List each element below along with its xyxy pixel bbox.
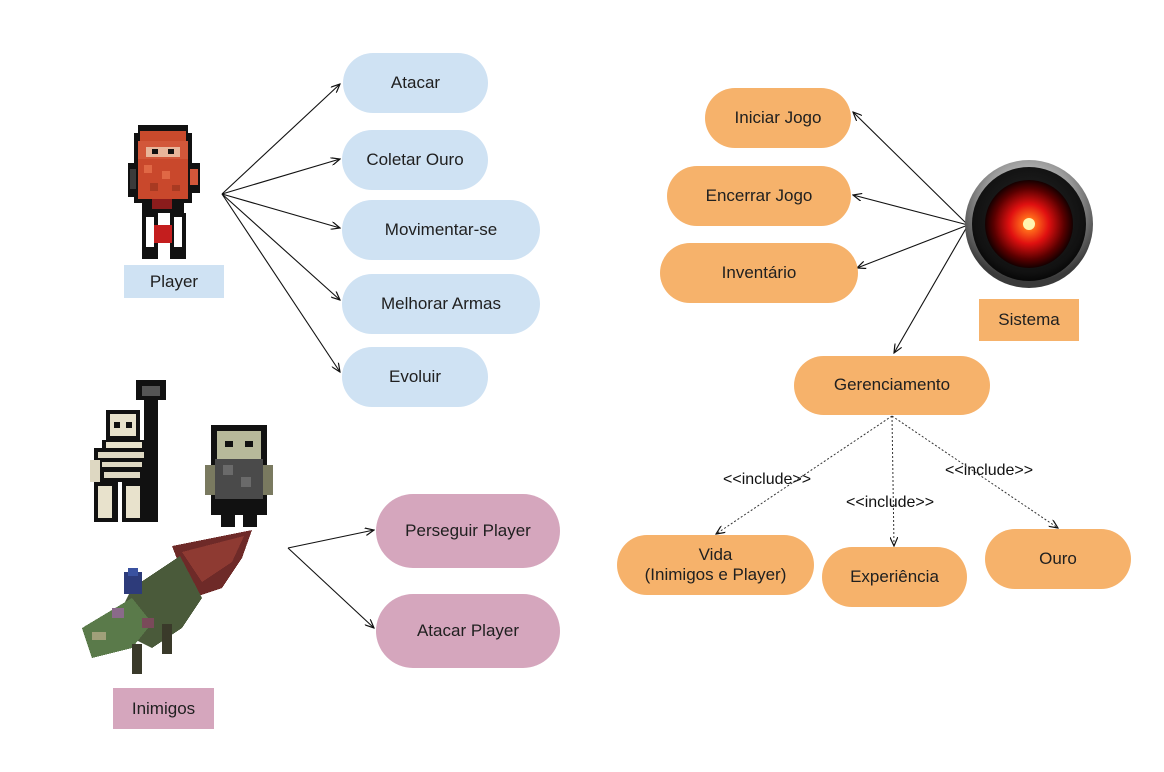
usecase-experiencia[interactable]: Experiência <box>822 547 967 607</box>
assoc-atacar <box>221 84 340 195</box>
assoc-gerenciamento <box>894 224 969 353</box>
usecase-encerrar-jogo[interactable]: Encerrar Jogo <box>667 166 851 226</box>
dwarf-warrior-sprite-icon <box>128 125 200 259</box>
assoc-inventario <box>857 224 969 268</box>
usecase-atacar-player[interactable]: Atacar Player <box>376 594 560 668</box>
usecase-ouro[interactable]: Ouro <box>985 529 1131 589</box>
assoc-encerrar <box>853 195 969 226</box>
usecase-vida[interactable]: Vida (Inimigos e Player) <box>617 535 814 595</box>
include-experiencia <box>892 415 894 546</box>
dragon-sprite-icon <box>82 530 252 674</box>
include-ouro <box>891 415 1058 528</box>
assoc-evoluir <box>221 193 340 372</box>
red-eye-computer-icon <box>965 160 1093 288</box>
include-vida <box>716 415 893 534</box>
player-associations <box>221 84 340 372</box>
assoc-iniciar <box>853 112 969 226</box>
usecase-iniciar-jogo[interactable]: Iniciar Jogo <box>705 88 851 148</box>
skeleton-sprite-icon <box>90 380 166 522</box>
usecase-movimentar-se[interactable]: Movimentar-se <box>342 200 540 260</box>
actor-label-system: Sistema <box>979 299 1079 341</box>
assoc-coletar-ouro <box>221 159 340 195</box>
actor-label-player: Player <box>124 265 224 298</box>
usecase-evoluir[interactable]: Evoluir <box>342 347 488 407</box>
assoc-movimentar <box>221 193 340 228</box>
assoc-melhorar-armas <box>221 193 340 300</box>
monster-group-sprite-icon <box>82 380 273 674</box>
system-associations <box>853 112 969 353</box>
include-arrows <box>716 415 1058 546</box>
usecase-perseguir-player[interactable]: Perseguir Player <box>376 494 560 568</box>
zombie-dwarf-sprite-icon <box>205 425 273 527</box>
include-label-experiencia: <<include>> <box>846 494 935 511</box>
assoc-atacar-player <box>287 547 374 628</box>
usecase-melhorar-armas[interactable]: Melhorar Armas <box>342 274 540 334</box>
enemy-associations <box>287 530 374 628</box>
include-label-vida: <<include>> <box>723 471 812 488</box>
assoc-perseguir <box>287 530 374 549</box>
include-label-ouro: <<include>> <box>945 462 1034 479</box>
actor-label-enemies: Inimigos <box>113 688 214 729</box>
usecase-atacar[interactable]: Atacar <box>343 53 488 113</box>
usecase-gerenciamento[interactable]: Gerenciamento <box>794 356 990 415</box>
usecase-inventario[interactable]: Inventário <box>660 243 858 303</box>
usecase-coletar-ouro[interactable]: Coletar Ouro <box>342 130 488 190</box>
